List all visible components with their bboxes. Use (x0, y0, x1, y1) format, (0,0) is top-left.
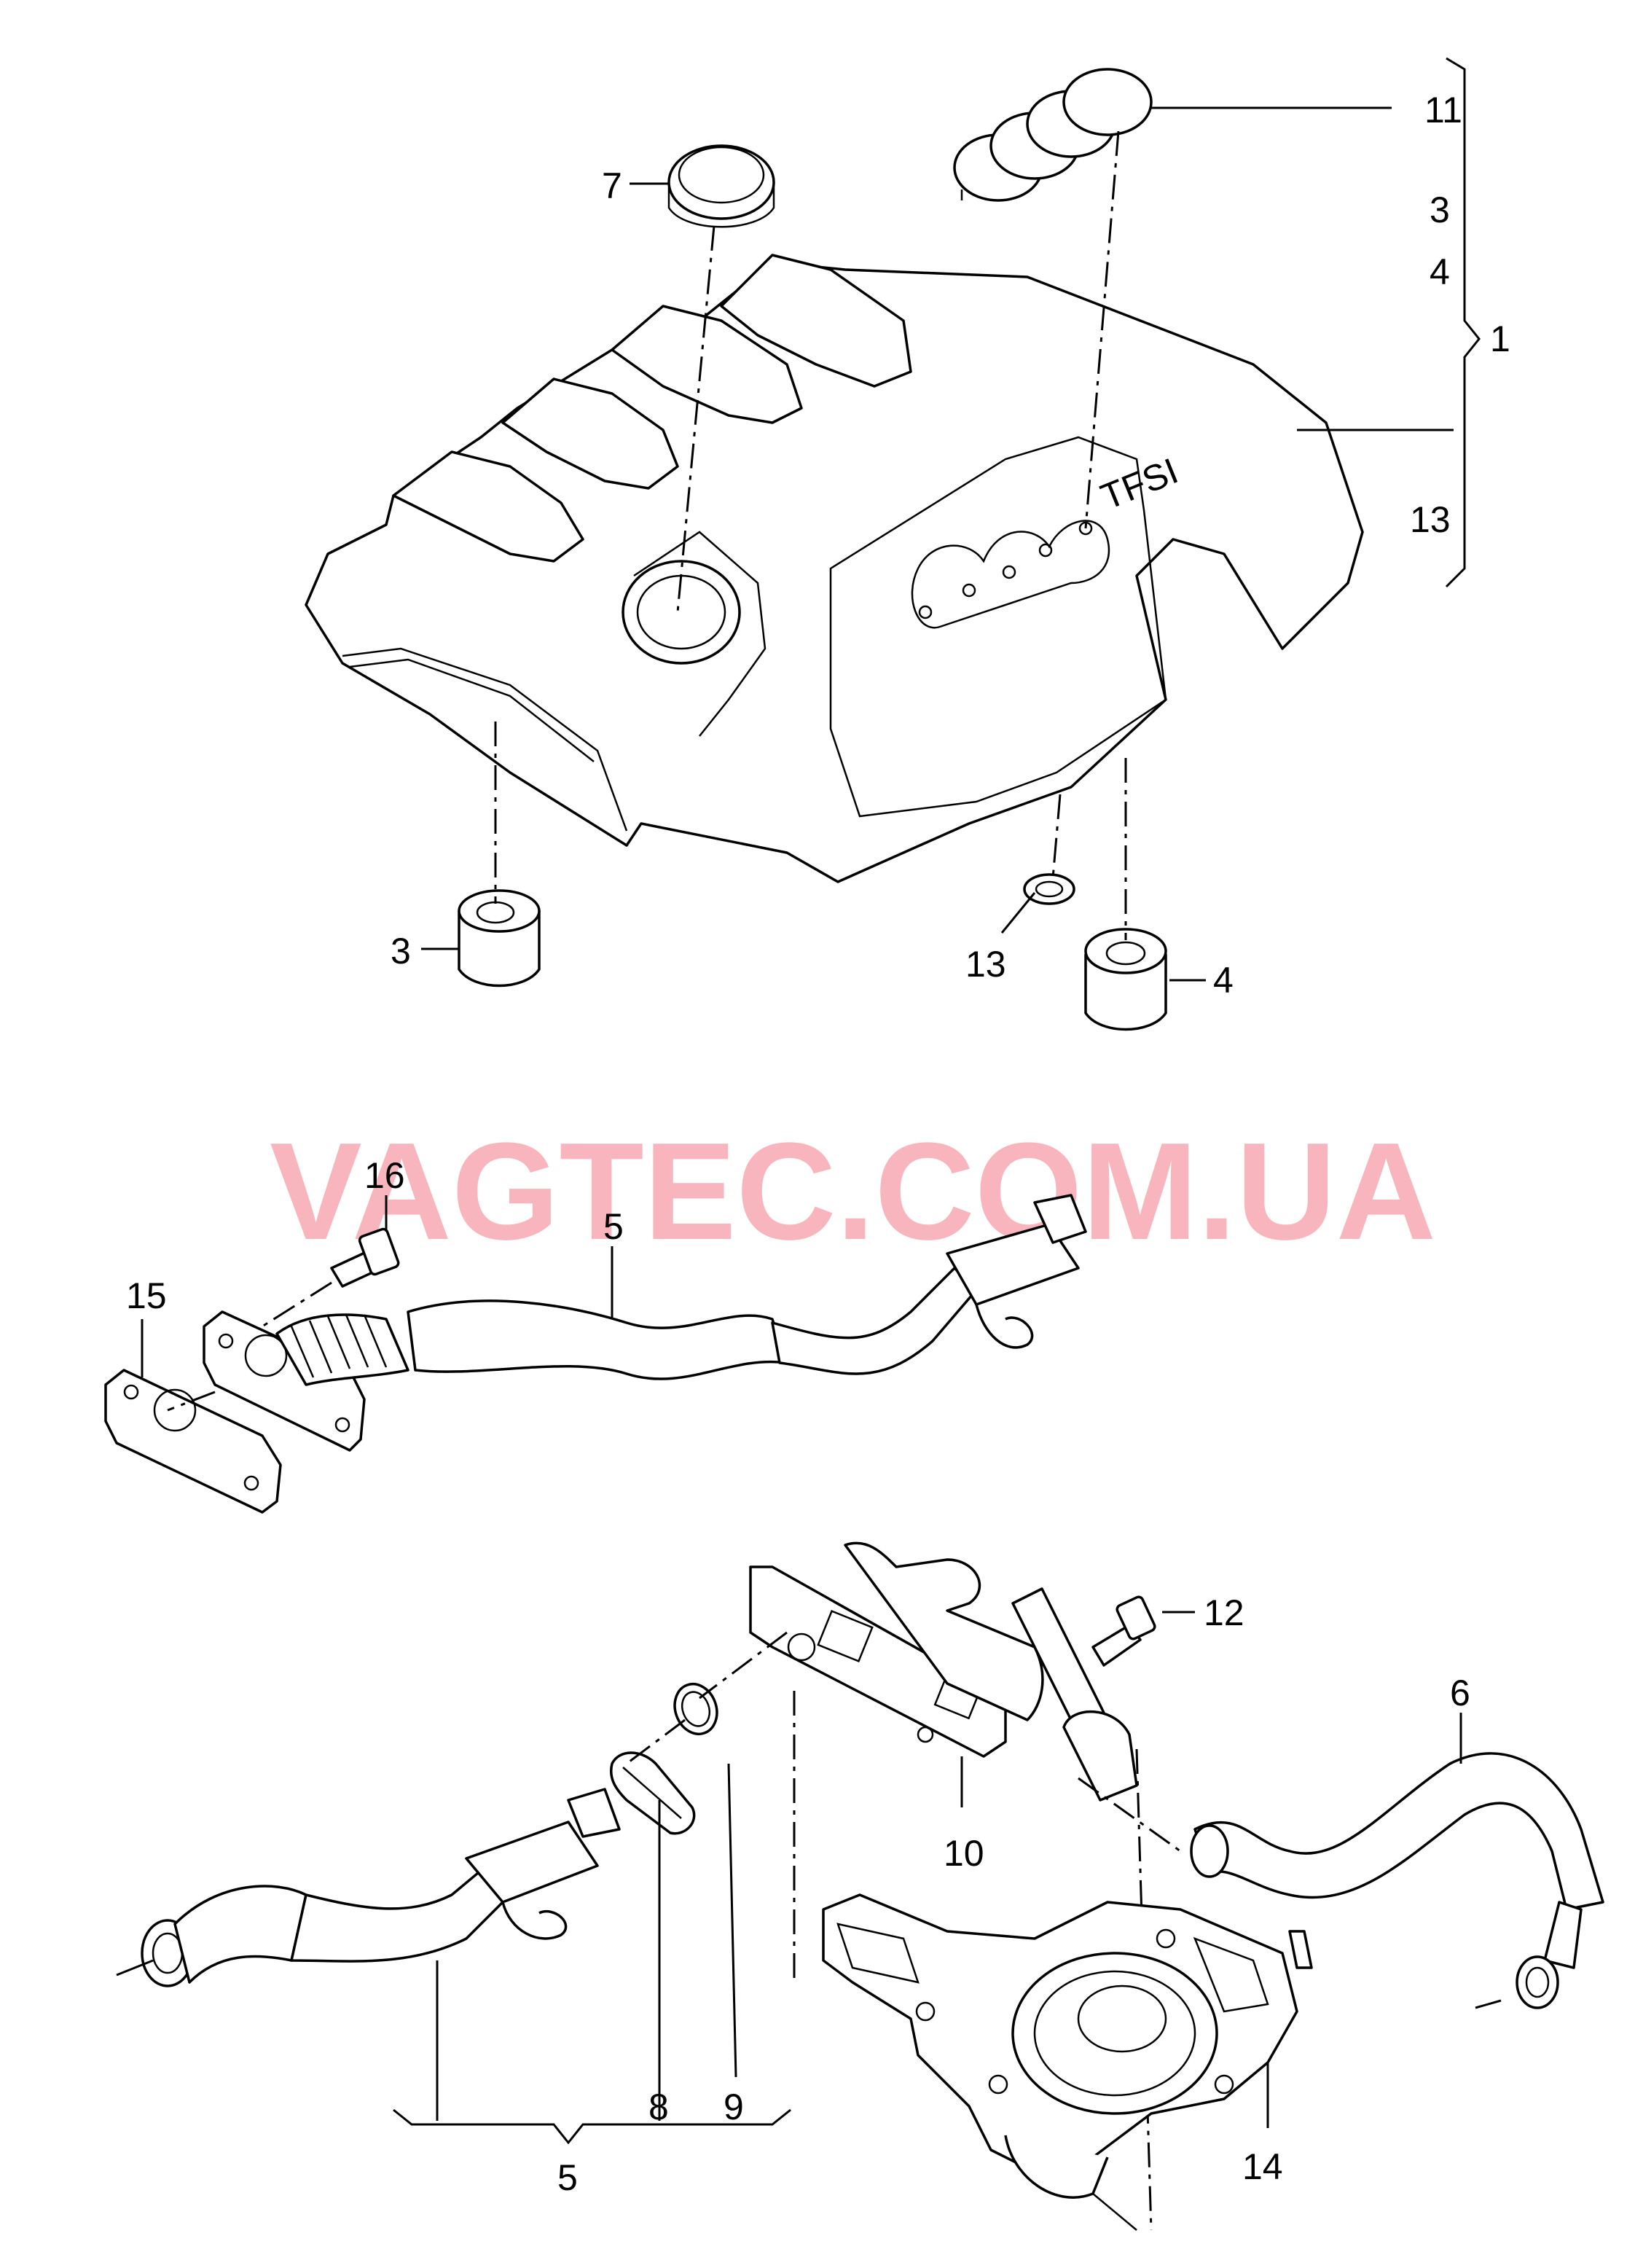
label-14: 14 (1242, 2146, 1283, 2187)
label-5: 5 (557, 2157, 578, 2198)
label-15: 15 (126, 1275, 167, 1316)
engine-cover: TFSI (305, 254, 1364, 883)
label-7: 7 (602, 165, 622, 206)
label-11: 11 (1424, 90, 1462, 130)
seal-ring-9 (673, 1682, 718, 1736)
label-3: 3 (391, 931, 411, 971)
valve-body-10 (749, 1541, 1138, 1802)
label-13-list: 13 (1410, 499, 1451, 540)
pipe-5-bottom (141, 1788, 621, 1987)
label-4-list: 4 (1430, 251, 1450, 292)
label-16: 16 (364, 1155, 405, 1196)
label-9: 9 (724, 2087, 744, 2127)
label-1: 1 (1490, 318, 1510, 359)
vent-pipe-assembly (104, 1194, 1087, 1514)
grommet-13 (1023, 873, 1075, 905)
watermark: VAGTEC.COM.UA (270, 1114, 1436, 1269)
label-13: 13 (965, 944, 1006, 985)
label-5-pipe: 5 (603, 1206, 624, 1247)
emblem-rings (953, 68, 1153, 202)
label-12: 12 (1204, 1592, 1244, 1633)
bolt-12 (1091, 1595, 1156, 1667)
label-10: 10 (944, 1833, 984, 1874)
rubber-mount-3 (458, 889, 541, 988)
label-8: 8 (648, 2087, 669, 2127)
label-4: 4 (1213, 960, 1234, 1001)
oil-separator-14 (822, 1893, 1313, 2231)
label-6: 6 (1450, 1673, 1470, 1713)
label-3-list: 3 (1430, 189, 1450, 230)
seal-ring-8 (610, 1751, 696, 1835)
cap-seal-ring (667, 144, 775, 228)
hose-6 (1190, 1752, 1604, 2009)
rubber-mount-4 (1084, 928, 1167, 1031)
